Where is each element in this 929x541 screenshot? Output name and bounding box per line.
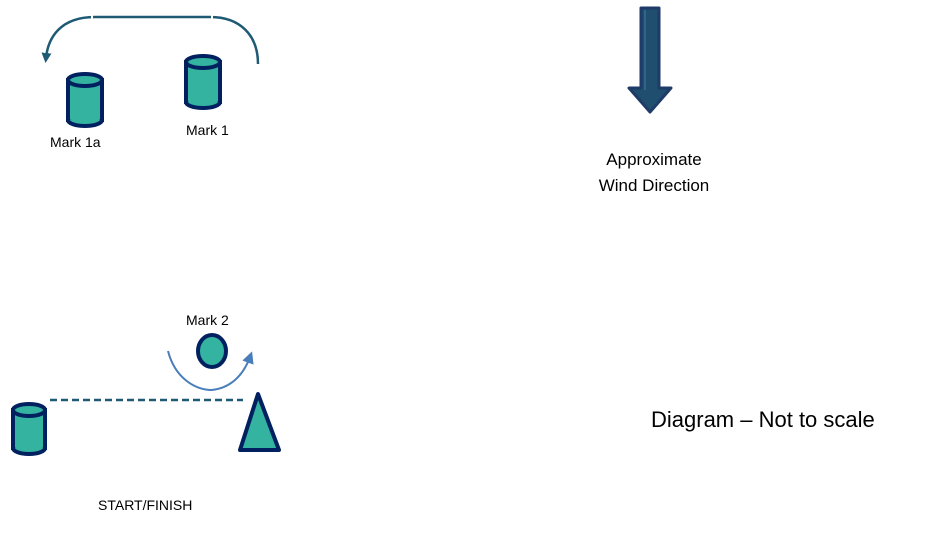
- mark-2-icon: [196, 333, 228, 369]
- mark-1a-icon: [66, 72, 104, 128]
- mark-1a-label: Mark 1a: [50, 134, 101, 150]
- wind-direction-arrow-icon: [627, 6, 673, 114]
- course-path-arrow: [41, 15, 260, 65]
- start-finish-label: START/FINISH: [98, 497, 193, 513]
- mark-2-label: Mark 2: [186, 312, 229, 328]
- start-pin-buoy-icon: [11, 402, 47, 456]
- wind-label-line-1: Approximate: [606, 150, 702, 169]
- mark-1-label: Mark 1: [186, 122, 229, 138]
- scale-note: Diagram – Not to scale: [651, 407, 875, 432]
- mark-1-icon: [184, 54, 222, 110]
- wind-label-line-2: Wind Direction: [598, 176, 710, 195]
- mark-2-rounding-arrow: [167, 350, 254, 392]
- start-cone-buoy-icon: [238, 392, 281, 452]
